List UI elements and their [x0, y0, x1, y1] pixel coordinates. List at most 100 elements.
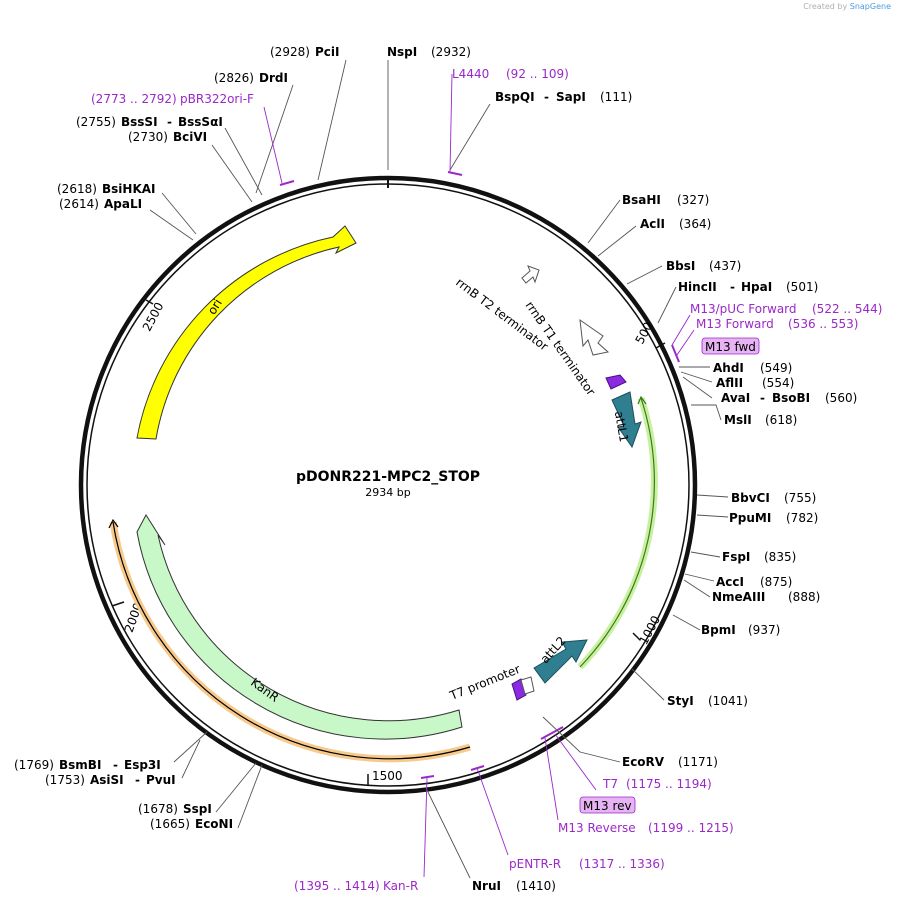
primer-label-pentr-r[interactable]: pENTR-R (1317 .. 1336) [509, 857, 665, 871]
primer-label-m13-puc-forward[interactable]: M13/pUC Forward (522 .. 544) [690, 302, 882, 316]
svg-text:(875): (875) [760, 575, 792, 589]
site-label-styi[interactable]: StyI (1041) [667, 694, 748, 708]
kanr-feature[interactable] [136, 514, 463, 740]
site-label-acci[interactable]: AccI (875) [716, 575, 792, 589]
site-label-avai[interactable]: AvaI - BsoBI (560) [721, 391, 857, 405]
svg-text:AccI: AccI [716, 575, 744, 589]
svg-text:NmeAIII: NmeAIII [712, 590, 765, 604]
svg-text:BbvCI: BbvCI [731, 491, 770, 505]
svg-text:AsiSI: AsiSI [90, 773, 124, 787]
svg-text:T7: T7 [602, 777, 618, 791]
svg-text:BspQI: BspQI [495, 90, 535, 104]
rrnb-t1-feature[interactable] [579, 318, 610, 356]
rrnb-t1-label: rrnB T1 terminator [523, 299, 599, 399]
pbr322-mark [279, 180, 295, 186]
site-label-aflii[interactable]: AflII (554) [716, 376, 794, 390]
site-label-sspi[interactable]: (1678) SspI [138, 802, 212, 816]
site-label-ahdi[interactable]: AhdI (549) [713, 361, 792, 375]
site-label-bsmbi[interactable]: (1769) BsmBI - Esp3I [14, 758, 161, 772]
site-label-apali[interactable]: (2614) ApaLI [59, 197, 142, 211]
tick-1000 [632, 632, 641, 641]
svg-text:AvaI: AvaI [721, 391, 750, 405]
site-label-nmeaiii[interactable]: NmeAIII (888) [712, 590, 820, 604]
site-label-bpmi[interactable]: BpmI (937) [701, 623, 780, 637]
promoter-right[interactable] [605, 374, 627, 390]
svg-text:M13/pUC Forward: M13/pUC Forward [690, 302, 797, 316]
site-label-bsahi[interactable]: BsaHI (327) [622, 193, 709, 207]
site-label-asisi[interactable]: (1753) AsiSI - PvuI [45, 773, 176, 787]
svg-text:SspI: SspI [183, 802, 212, 816]
svg-text:(560): (560) [825, 391, 857, 405]
svg-text:(522 .. 544): (522 .. 544) [812, 302, 882, 316]
svg-text:(1041): (1041) [708, 694, 748, 708]
site-label-bsssi[interactable]: (2755) BssSI - BssSαI [76, 115, 223, 129]
backbone-inner [86, 183, 690, 787]
svg-text:(554): (554) [762, 376, 794, 390]
site-label-hincii[interactable]: HincII - HpaI (501) [678, 280, 818, 294]
svg-text:BsiHKAI: BsiHKAI [102, 182, 156, 196]
site-label-econi[interactable]: (1665) EcoNI [150, 817, 233, 831]
svg-text:PpuMI: PpuMI [729, 511, 771, 525]
svg-text:(835): (835) [764, 550, 796, 564]
svg-text:M13 Forward: M13 Forward [696, 317, 774, 331]
svg-text:SapI: SapI [556, 90, 586, 104]
svg-text:(364): (364) [679, 217, 711, 231]
svg-text:EcoRV: EcoRV [622, 755, 665, 769]
attl1-label: attL1 [612, 410, 631, 443]
svg-text:M13 Reverse: M13 Reverse [558, 821, 636, 835]
svg-text:(2773 .. 2792): (2773 .. 2792) [91, 92, 177, 106]
site-label-bcivi[interactable]: (2730) BciVI [128, 130, 207, 144]
primer-label-l4440[interactable]: L4440 (92 .. 109) [452, 67, 569, 81]
site-label-pcii[interactable]: (2928) PciI [270, 45, 340, 59]
attl1-feature[interactable] [611, 391, 642, 449]
primer-label-t7[interactable]: T7 (1175 .. 1194) [602, 777, 712, 791]
svg-text:StyI: StyI [667, 694, 694, 708]
site-label-msli[interactable]: MslI (618) [724, 413, 797, 427]
svg-text:(2755): (2755) [76, 115, 116, 129]
site-label-bsihkai[interactable]: (2618) BsiHKAI [57, 182, 156, 196]
svg-text:PciI: PciI [315, 45, 340, 59]
site-label-ppumi[interactable]: PpuMI (782) [729, 511, 818, 525]
kanr-primer-mark [420, 775, 435, 779]
svg-text:-: - [544, 90, 549, 104]
svg-text:(1753): (1753) [45, 773, 85, 787]
m13-fwd-badge [701, 337, 760, 355]
svg-text:BbsI: BbsI [666, 259, 695, 273]
site-label-drdi[interactable]: (2826) DrdI [214, 71, 288, 85]
site-label-fspi[interactable]: FspI (835) [722, 550, 796, 564]
svg-text:pBR322ori-F: pBR322ori-F [180, 92, 254, 106]
site-label-bbvci[interactable]: BbvCI (755) [731, 491, 816, 505]
m13-fwd-badge-text: M13 fwd [705, 340, 756, 354]
l4440-mark [447, 171, 463, 176]
t7-small-feature[interactable] [520, 676, 535, 695]
primer-label-m13-forward[interactable]: M13 Forward (536 .. 553) [696, 317, 858, 331]
backbone-outer [78, 175, 698, 795]
svg-text:(618): (618) [765, 413, 797, 427]
svg-text:(2826): (2826) [214, 71, 254, 85]
svg-text:(437): (437) [709, 259, 741, 273]
svg-text:-: - [135, 773, 140, 787]
insert-orf-arrow [637, 395, 647, 405]
primer-label-kan-r[interactable]: (1395 .. 1414) Kan-R [294, 879, 418, 893]
site-label-bspqi[interactable]: BspQI - SapI (111) [495, 90, 632, 104]
primer-label-m13-reverse[interactable]: M13 Reverse (1199 .. 1215) [558, 821, 734, 835]
site-label-nrui[interactable]: NruI (1410) [472, 879, 556, 893]
site-label-nspi[interactable]: NspI (2932) [387, 45, 471, 59]
svg-text:(755): (755) [784, 491, 816, 505]
svg-text:HpaI: HpaI [741, 280, 772, 294]
svg-text:(2618): (2618) [57, 182, 97, 196]
site-label-ecorv[interactable]: EcoRV (1171) [622, 755, 718, 769]
site-label-bbsi[interactable]: BbsI (437) [666, 259, 741, 273]
rrnb-t2-feature[interactable] [521, 265, 540, 284]
svg-text:(501): (501) [786, 280, 818, 294]
svg-text:Esp3I: Esp3I [124, 758, 161, 772]
svg-text:(111): (111) [600, 90, 632, 104]
ori-feature[interactable] [136, 225, 357, 440]
svg-text:AhdI: AhdI [713, 361, 744, 375]
svg-text:(1175 .. 1194): (1175 .. 1194) [626, 777, 712, 791]
tick-label-1500: 1500 [372, 769, 403, 783]
site-label-acli[interactable]: AclI (364) [640, 217, 711, 231]
primer-label-pbr322ori-f[interactable]: (2773 .. 2792) pBR322ori-F [91, 92, 254, 106]
attl2-feature[interactable] [533, 639, 588, 684]
